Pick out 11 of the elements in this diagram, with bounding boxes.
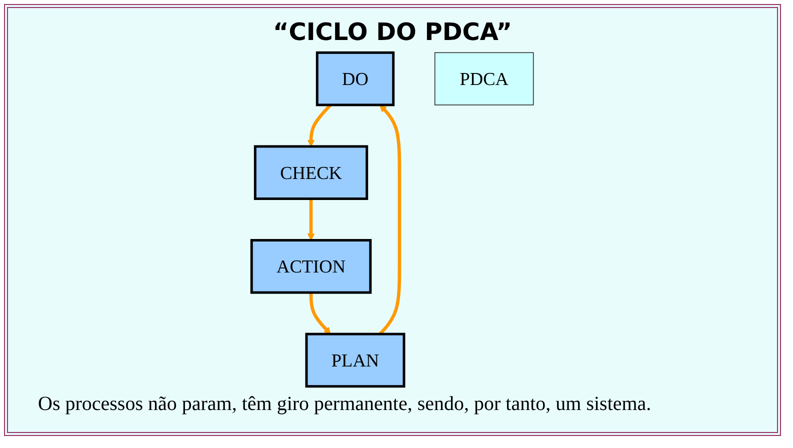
node-box: PDCA	[434, 52, 534, 106]
arrow	[307, 104, 332, 147]
arrow	[307, 198, 315, 241]
caption: Os processos não param, têm giro permanente, sendo, por tanto, um sistema.	[38, 393, 652, 416]
arrow	[378, 104, 402, 336]
arrow	[309, 292, 331, 334]
title: “CICLO DO PDCA”	[272, 18, 512, 46]
node-box: CHECK	[254, 145, 368, 200]
node-box: PLAN	[305, 332, 406, 388]
node-box: ACTION	[250, 239, 372, 294]
node-box: DO	[316, 51, 395, 106]
